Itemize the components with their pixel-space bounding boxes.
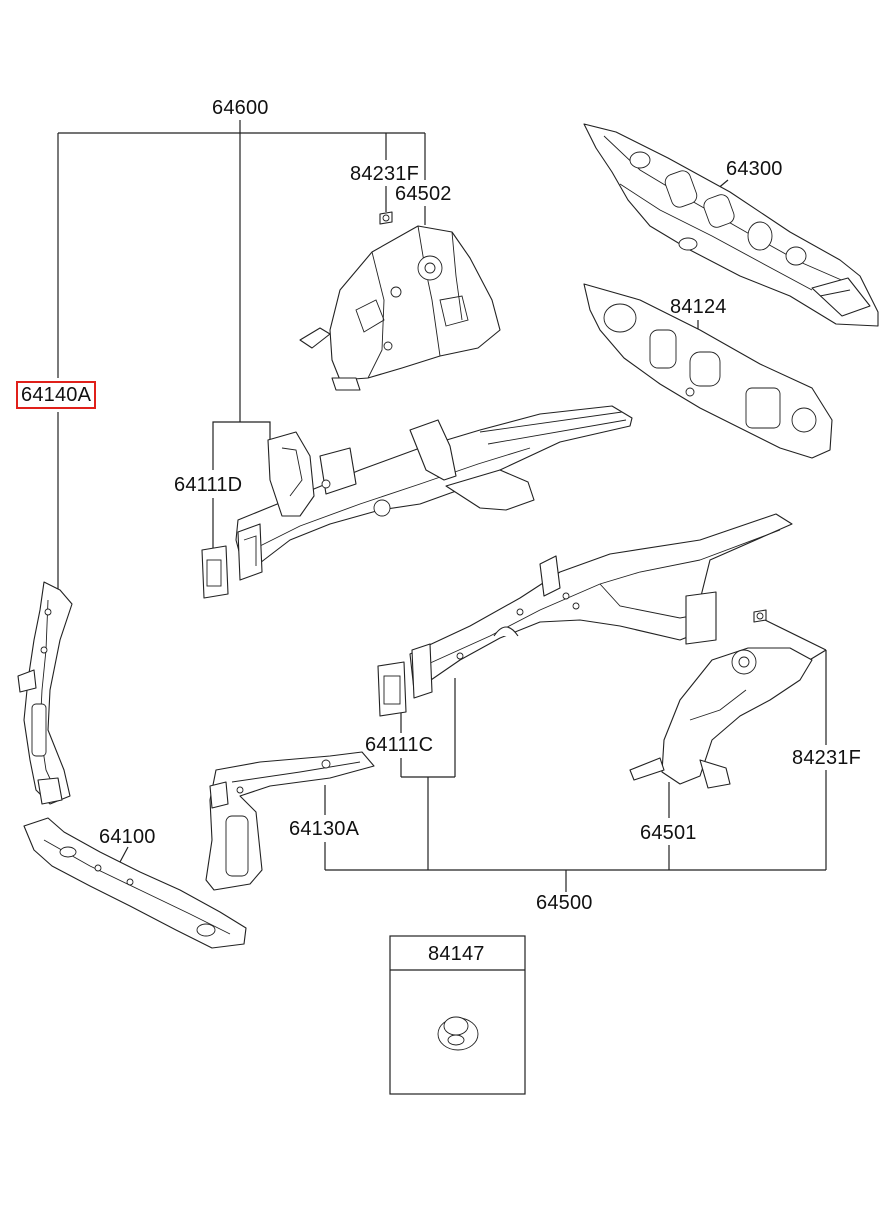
part-64130A-bracket [205,751,375,891]
part-64501-apron [629,609,813,789]
label-64111D: 64111D [174,474,243,496]
label-84124: 84124 [670,296,727,318]
label-84231F-right: 84231F [792,747,862,769]
label-64502: 64502 [395,183,452,205]
part-64140A-side-member [17,581,73,805]
label-64130A: 64130A [289,818,360,840]
label-64300: 64300 [726,158,783,180]
label-64600: 64600 [212,97,269,119]
label-64501: 64501 [640,822,697,844]
label-84147: 84147 [428,943,485,965]
label-64140A-highlighted: 64140A [16,381,97,409]
part-64300-dash-panel [583,123,879,327]
label-64100: 64100 [99,826,156,848]
part-64100-cross-member [23,817,247,949]
label-64500: 64500 [536,892,593,914]
part-64111D-upper-rail [201,405,633,599]
part-64502-apron [299,211,501,391]
part-64111C-lower-rail [377,513,793,717]
label-84231F-top: 84231F [350,163,420,185]
part-84124-insulator [583,283,833,459]
label-64111C: 64111C [365,734,434,756]
part-84147-box [389,935,526,1095]
